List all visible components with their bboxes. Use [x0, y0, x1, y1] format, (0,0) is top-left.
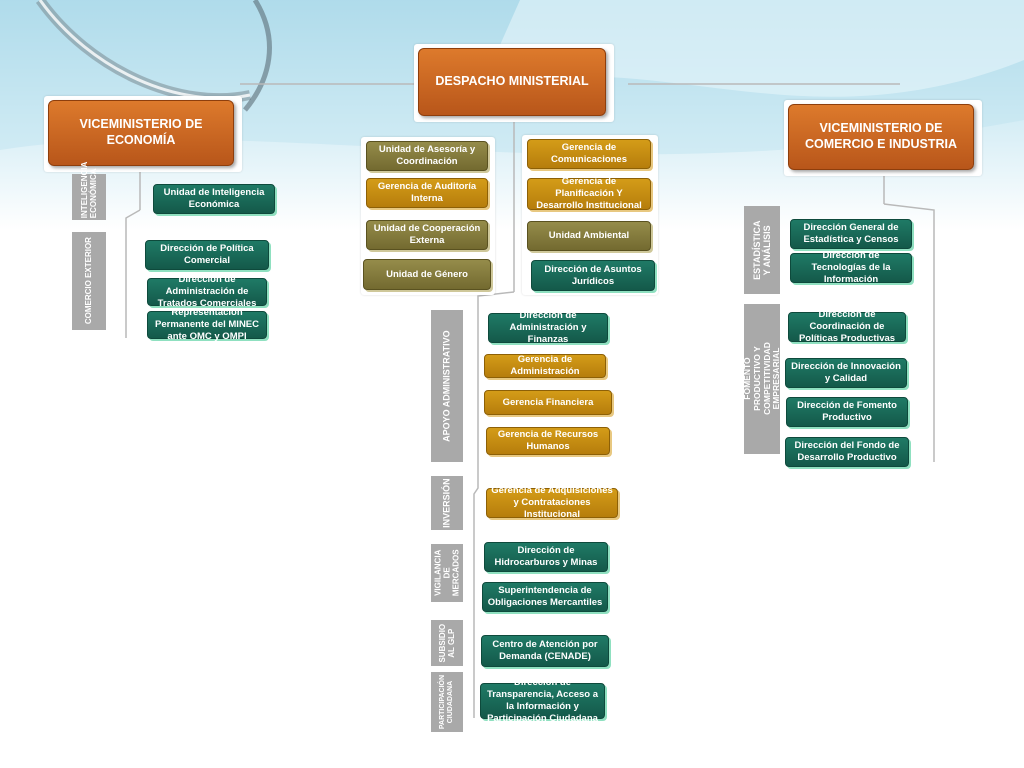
unit-box: Gerencia Financiera — [484, 390, 612, 415]
unit-box: Dirección de Transparencia, Acceso a la … — [480, 677, 605, 724]
unit-box: Dirección General de Estadística y Censo… — [790, 219, 912, 249]
unit-box: Dirección de Administración de Tratados … — [147, 274, 267, 309]
section-label-vigilancia-mercados: VIGILANCIA DE MERCADOS — [431, 544, 463, 602]
unit-box: Dirección de Innovación y Calidad — [785, 358, 907, 388]
section-label-apoyo-administrativo: APOYO ADMINISTRATIVO — [431, 310, 463, 462]
unit-box: Gerencia de Planificación Y Desarrollo I… — [527, 176, 651, 211]
section-label-subsidio-glp: SUBSIDIO AL GLP — [431, 620, 463, 666]
unit-box: Gerencia de Auditoría Interna — [366, 178, 488, 208]
unit-box: Gerencia de Comunicaciones — [527, 139, 651, 169]
section-label-inversion: INVERSIÓN — [431, 476, 463, 530]
unit-box: Unidad de Género — [363, 259, 491, 290]
unit-box: Dirección de Política Comercial — [145, 240, 269, 270]
section-label-participacion-ciudadana: PARTICIPACIÓN CIUDADANA — [431, 672, 463, 732]
section-label-comercio-exterior: COMERCIO EXTERIOR — [72, 232, 106, 330]
unit-box: Dirección de Hidrocarburos y Minas — [484, 542, 608, 572]
unit-box: Unidad de Cooperación Externa — [366, 220, 488, 250]
viceministerio-comercio-industria-box: VICEMINISTERIO DE COMERCIO E INDUSTRIA — [788, 104, 974, 170]
unit-box: Dirección del Fondo de Desarrollo Produc… — [785, 437, 909, 467]
section-label-fomento-productivo: FOMENTO PRODUCTIVO Y COMPETITIVIDAD EMPR… — [741, 304, 781, 454]
unit-box: Dirección de Asuntos Jurídicos — [531, 260, 655, 291]
unit-box: Dirección de Tecnologías de la Informaci… — [790, 250, 912, 285]
unit-box: Representación Permanente del MINEC ante… — [147, 307, 267, 342]
unit-box: Centro de Atención por Demanda (CENADE) — [481, 635, 609, 667]
unit-box: Unidad de Asesoría y Coordinación — [366, 141, 488, 171]
despacho-ministerial-box: DESPACHO MINISTERIAL — [418, 48, 606, 116]
unit-box: Dirección de Administración y Finanzas — [488, 310, 608, 345]
unit-box: Unidad de Inteligencia Económica — [153, 184, 275, 214]
viceministerio-economia-box: VICEMINISTERIO DE ECONOMÍA — [48, 100, 234, 166]
unit-box: Superintendencia de Obligaciones Mercant… — [482, 582, 608, 612]
unit-box: Dirección de Coordinación de Políticas P… — [788, 309, 906, 344]
unit-box: Gerencia de Recursos Humanos — [486, 427, 610, 455]
section-label-inteligencia-economica: INTELIGENCIA ECONÓMICA — [72, 162, 106, 220]
unit-box: Gerencia de Adquisiciones y Contratacion… — [486, 485, 618, 520]
unit-box: Dirección de Fomento Productivo — [786, 397, 908, 427]
section-label-estadistica-analisis: ESTADÍSTICA Y ANÁLISIS — [744, 206, 780, 294]
unit-box: Unidad Ambiental — [527, 221, 651, 251]
unit-box: Gerencia de Administración — [484, 354, 606, 378]
